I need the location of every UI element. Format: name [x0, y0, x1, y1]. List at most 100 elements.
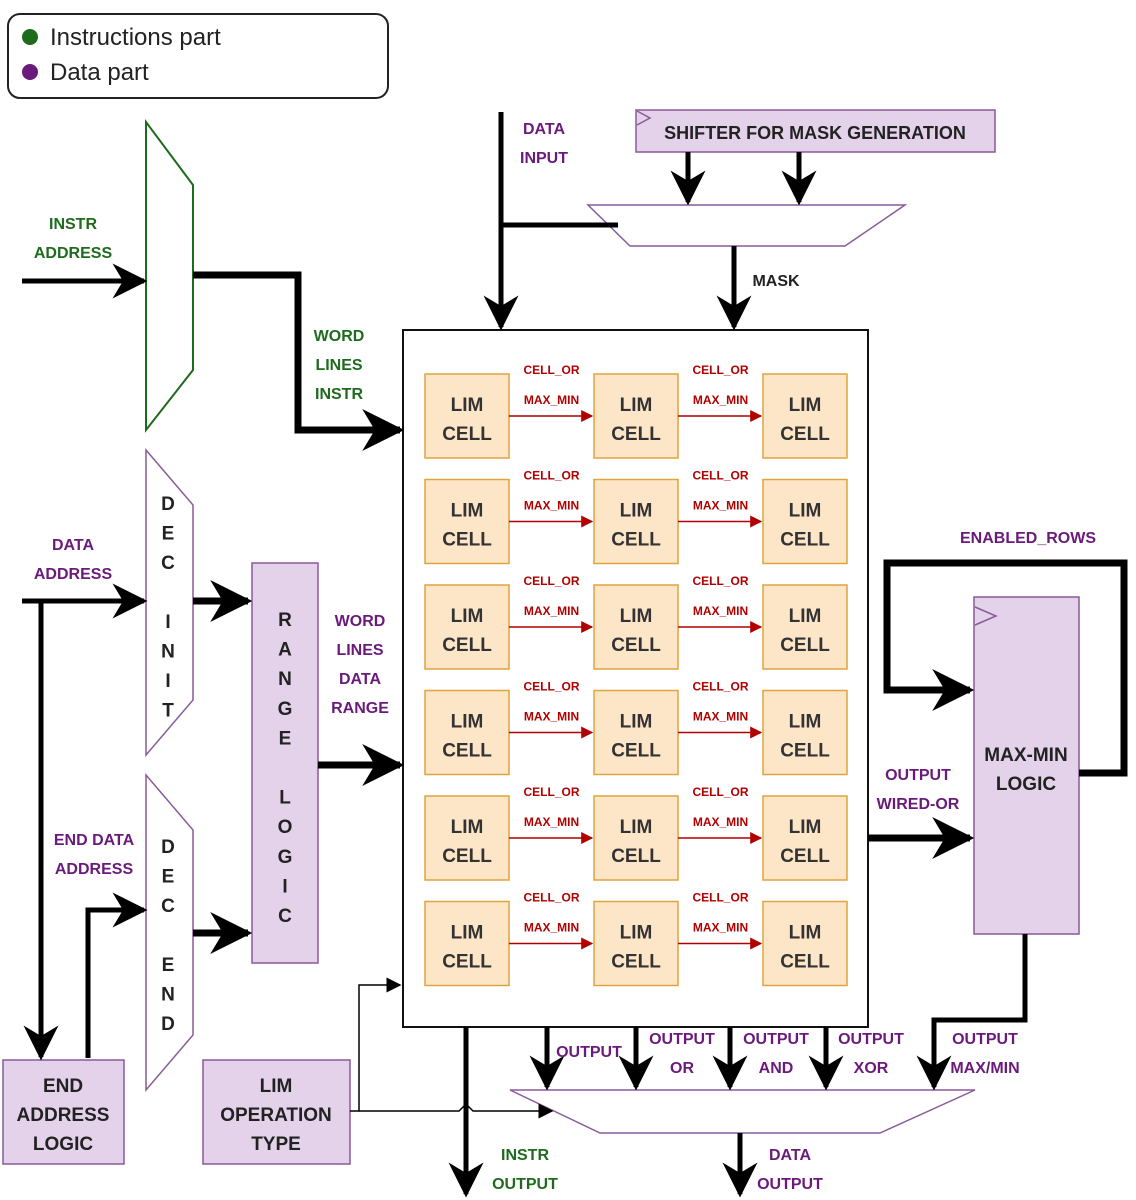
- lim-cell-line2: CELL: [780, 741, 830, 762]
- stacked-letter: D: [161, 1014, 175, 1035]
- cell-or-label: CELL_OR: [692, 891, 748, 905]
- range-logic-block: [251, 562, 319, 964]
- lim-cell-line2: CELL: [611, 846, 661, 867]
- lot-line2: OPERATION: [220, 1105, 332, 1126]
- cell-or-label: CELL_OR: [692, 469, 748, 483]
- owo-line1: OUTPUT: [885, 767, 951, 784]
- stacked-letter: D: [161, 494, 175, 515]
- output-maxmin-arrow: [916, 934, 1028, 1091]
- maxmin-clock-icon: [974, 606, 998, 626]
- cell-or-label: CELL_OR: [523, 680, 579, 694]
- oor-line1: OUTPUT: [649, 1031, 715, 1048]
- instr-address-label: INSTR ADDRESS: [34, 216, 113, 262]
- stacked-letter: N: [161, 985, 175, 1006]
- oxor-line2: XOR: [854, 1060, 889, 1077]
- data-address-line2: ADDRESS: [34, 566, 113, 583]
- maxmin-line2: LOGIC: [996, 774, 1056, 795]
- stacked-letter: L: [279, 788, 291, 809]
- lim-cell-line2: CELL: [780, 635, 830, 656]
- legend-instructions: Instructions part: [50, 24, 221, 51]
- max-min-label: MAX_MIN: [693, 499, 748, 513]
- lim-cell-line1: LIM: [620, 501, 653, 522]
- lim-cell-line1: LIM: [620, 712, 653, 733]
- dec-end: [145, 772, 194, 1093]
- lim-cell-line1: LIM: [789, 923, 822, 944]
- cell-or-label: CELL_OR: [692, 363, 748, 377]
- stacked-letter: E: [279, 728, 292, 749]
- cell-or-label: CELL_OR: [523, 785, 579, 799]
- maxmin-logic-block: [973, 596, 1080, 935]
- lim-cell: [593, 900, 679, 987]
- lim-cell: [762, 689, 848, 776]
- max-min-label: MAX_MIN: [693, 710, 748, 724]
- stacked-letter: I: [282, 876, 287, 897]
- lim-cell: [593, 584, 679, 670]
- enabled-rows-loop: [883, 559, 1128, 777]
- lim-operation-type-block: [202, 1059, 351, 1165]
- end-address-logic-block: [2, 1059, 125, 1165]
- wld-line4: RANGE: [331, 700, 389, 717]
- max-min-label: MAX_MIN: [693, 815, 748, 829]
- lim-cell-line1: LIM: [620, 606, 653, 627]
- eal-line3: LOGIC: [33, 1134, 93, 1155]
- lim-cell: [593, 373, 679, 459]
- lim-cell: [424, 478, 510, 565]
- lim-cell: [424, 373, 510, 459]
- do-line2: OUTPUT: [757, 1176, 823, 1193]
- omm-line2: MAX/MIN: [950, 1060, 1019, 1077]
- wli-line2: LINES: [315, 357, 362, 374]
- lim-cell: [762, 900, 848, 987]
- output-label: OUTPUT: [556, 1044, 622, 1061]
- lim-cell: [424, 900, 510, 987]
- stacked-letter: C: [278, 906, 292, 927]
- io-line1: INSTR: [501, 1147, 549, 1164]
- word-lines-instr-arrow: [193, 271, 405, 451]
- do-line1: DATA: [769, 1147, 812, 1164]
- lim-cell: [762, 478, 848, 565]
- cell-or-label: CELL_OR: [523, 574, 579, 588]
- max-min-label: MAX_MIN: [524, 393, 579, 407]
- lim-cell-line2: CELL: [611, 424, 661, 445]
- lim-cell: [593, 795, 679, 881]
- lim-cell-line1: LIM: [451, 501, 484, 522]
- lim-cell: [424, 689, 510, 776]
- cell-or-label: CELL_OR: [692, 785, 748, 799]
- lim-cell-line2: CELL: [611, 530, 661, 551]
- stacked-letter: I: [165, 612, 170, 633]
- lim-cell-line2: CELL: [442, 635, 492, 656]
- lim-cell: [593, 689, 679, 776]
- max-min-label: MAX_MIN: [693, 393, 748, 407]
- lim-cell-line2: CELL: [442, 846, 492, 867]
- lim-cell-line1: LIM: [620, 923, 653, 944]
- lim-cell-line2: CELL: [611, 741, 661, 762]
- lim-cell-line1: LIM: [789, 395, 822, 416]
- dec-init: [145, 447, 194, 758]
- mask-mux: [586, 204, 908, 247]
- io-line2: OUTPUT: [492, 1176, 558, 1193]
- lim-cell-line2: CELL: [442, 952, 492, 973]
- cell-or-label: CELL_OR: [523, 469, 579, 483]
- stacked-letter: E: [162, 524, 175, 545]
- instr-address-line1: INSTR: [49, 216, 97, 233]
- lim-cell: [593, 478, 679, 565]
- instr-decoder: [145, 118, 194, 433]
- max-min-label: MAX_MIN: [524, 604, 579, 618]
- stacked-letter: R: [278, 610, 292, 631]
- stacked-letter: G: [278, 847, 293, 868]
- output-wired-or-label: OUTPUT WIRED-OR: [877, 767, 960, 813]
- lim-cell: [424, 795, 510, 881]
- shifter-label: SHIFTER FOR MASK GENERATION: [664, 123, 966, 143]
- data-output-label: DATA OUTPUT: [757, 1147, 823, 1193]
- lim-cell-line2: CELL: [780, 424, 830, 445]
- lim-cell-line1: LIM: [451, 817, 484, 838]
- shifter-block: [635, 109, 996, 153]
- lim-cell-line1: LIM: [789, 712, 822, 733]
- wld-line3: DATA: [339, 671, 382, 688]
- stacked-letter: I: [165, 671, 170, 692]
- lim-cell-line2: CELL: [611, 635, 661, 656]
- lim-operation-type-label: LIM OPERATION TYPE: [220, 1076, 332, 1155]
